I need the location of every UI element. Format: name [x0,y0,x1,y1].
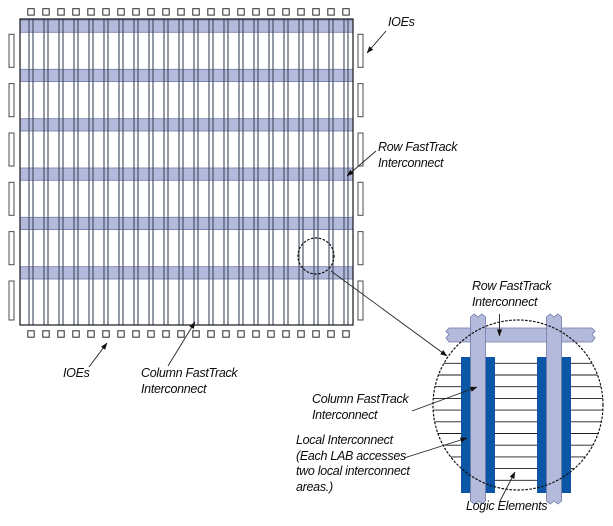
logic-element-lines [433,362,603,481]
ioe-side-rect [8,280,15,321]
ioe-square [27,330,35,338]
ioe-side-rect [357,181,364,216]
ioes-top-arrow [366,30,387,54]
ioe-square [297,8,305,16]
ioe-square [117,330,125,338]
column-fasttrack-bar-detail [546,313,562,505]
ioe-square [237,8,245,16]
lab-detail-view [432,313,604,505]
ioe-square [87,330,95,338]
ioe-square [267,330,275,338]
ioe-square [42,8,50,16]
ioe-square [207,8,215,16]
ioe-square [327,330,335,338]
ioe-square [222,8,230,16]
row-fasttrack-main-label: Row FastTrack Interconnect [378,140,458,170]
ioe-square [312,8,320,16]
ioe-side-rect [357,280,364,321]
ioe-square [177,330,185,338]
row-fasttrack-main-arrow [346,150,377,177]
ioe-square [162,330,170,338]
row-fasttrack-bar-detail [445,327,596,343]
ioe-square [252,8,260,16]
device-array-grid [8,8,364,338]
ioe-square [42,330,50,338]
ioe-square [192,8,200,16]
column-fasttrack-detail-arrow [411,386,478,412]
ioe-square [102,8,110,16]
ioe-side-rect [8,181,15,216]
ioe-square [162,8,170,16]
ioe-square [72,330,80,338]
ioe-square [312,330,320,338]
ioe-square [342,8,350,16]
ioe-square [57,330,65,338]
ioe-side-rect [357,33,364,68]
ioe-square [222,330,230,338]
ioes-bottom-arrow [88,342,108,368]
ioe-square [327,8,335,16]
ioe-square [342,330,350,338]
ioes-bottom-label: IOEs [63,366,90,380]
zoom-link-arrow [330,270,448,357]
local-interconnect-label: Local Interconnect (Each LAB accesses tw… [296,433,410,494]
column-fasttrack-bar-detail [470,313,486,505]
ioe-square [117,8,125,16]
ioe-square [237,330,245,338]
local-interconnect-arrow [403,437,468,459]
ioes-top-label: IOEs [388,15,415,29]
column-fasttrack-main-arrow [167,321,196,367]
ioe-square [282,330,290,338]
detail-zoom-circle [432,319,604,491]
ioe-square [192,330,200,338]
ioe-square [132,8,140,16]
ioe-square [57,8,65,16]
ioe-square [87,8,95,16]
ioe-square [132,330,140,338]
ioe-square [147,330,155,338]
ioe-side-rect [357,83,364,118]
column-fasttrack-detail-label: Column FastTrack Interconnect [312,392,409,422]
logic-elements-label: Logic Elements [466,499,548,513]
ioe-side-rect [357,231,364,266]
ioe-square [267,8,275,16]
ioe-square [147,8,155,16]
grid-zoom-circle [297,237,335,275]
ioe-square [252,330,260,338]
ioe-square [27,8,35,16]
ioe-side-rect [8,33,15,68]
ioe-side-rect [8,231,15,266]
ioe-square [207,330,215,338]
ioe-side-rect [357,132,364,167]
ioe-square [177,8,185,16]
ioe-square [282,8,290,16]
ioe-square [72,8,80,16]
annotations [88,30,516,502]
ioe-square [297,330,305,338]
ioe-side-rect [8,83,15,118]
ioe-side-rect [8,132,15,167]
ioe-square [102,330,110,338]
logic-elements-arrow [499,471,516,502]
row-fasttrack-detail-label: Row FastTrack Interconnect [472,279,552,309]
column-fasttrack-main-label: Column FastTrack Interconnect [141,366,238,396]
